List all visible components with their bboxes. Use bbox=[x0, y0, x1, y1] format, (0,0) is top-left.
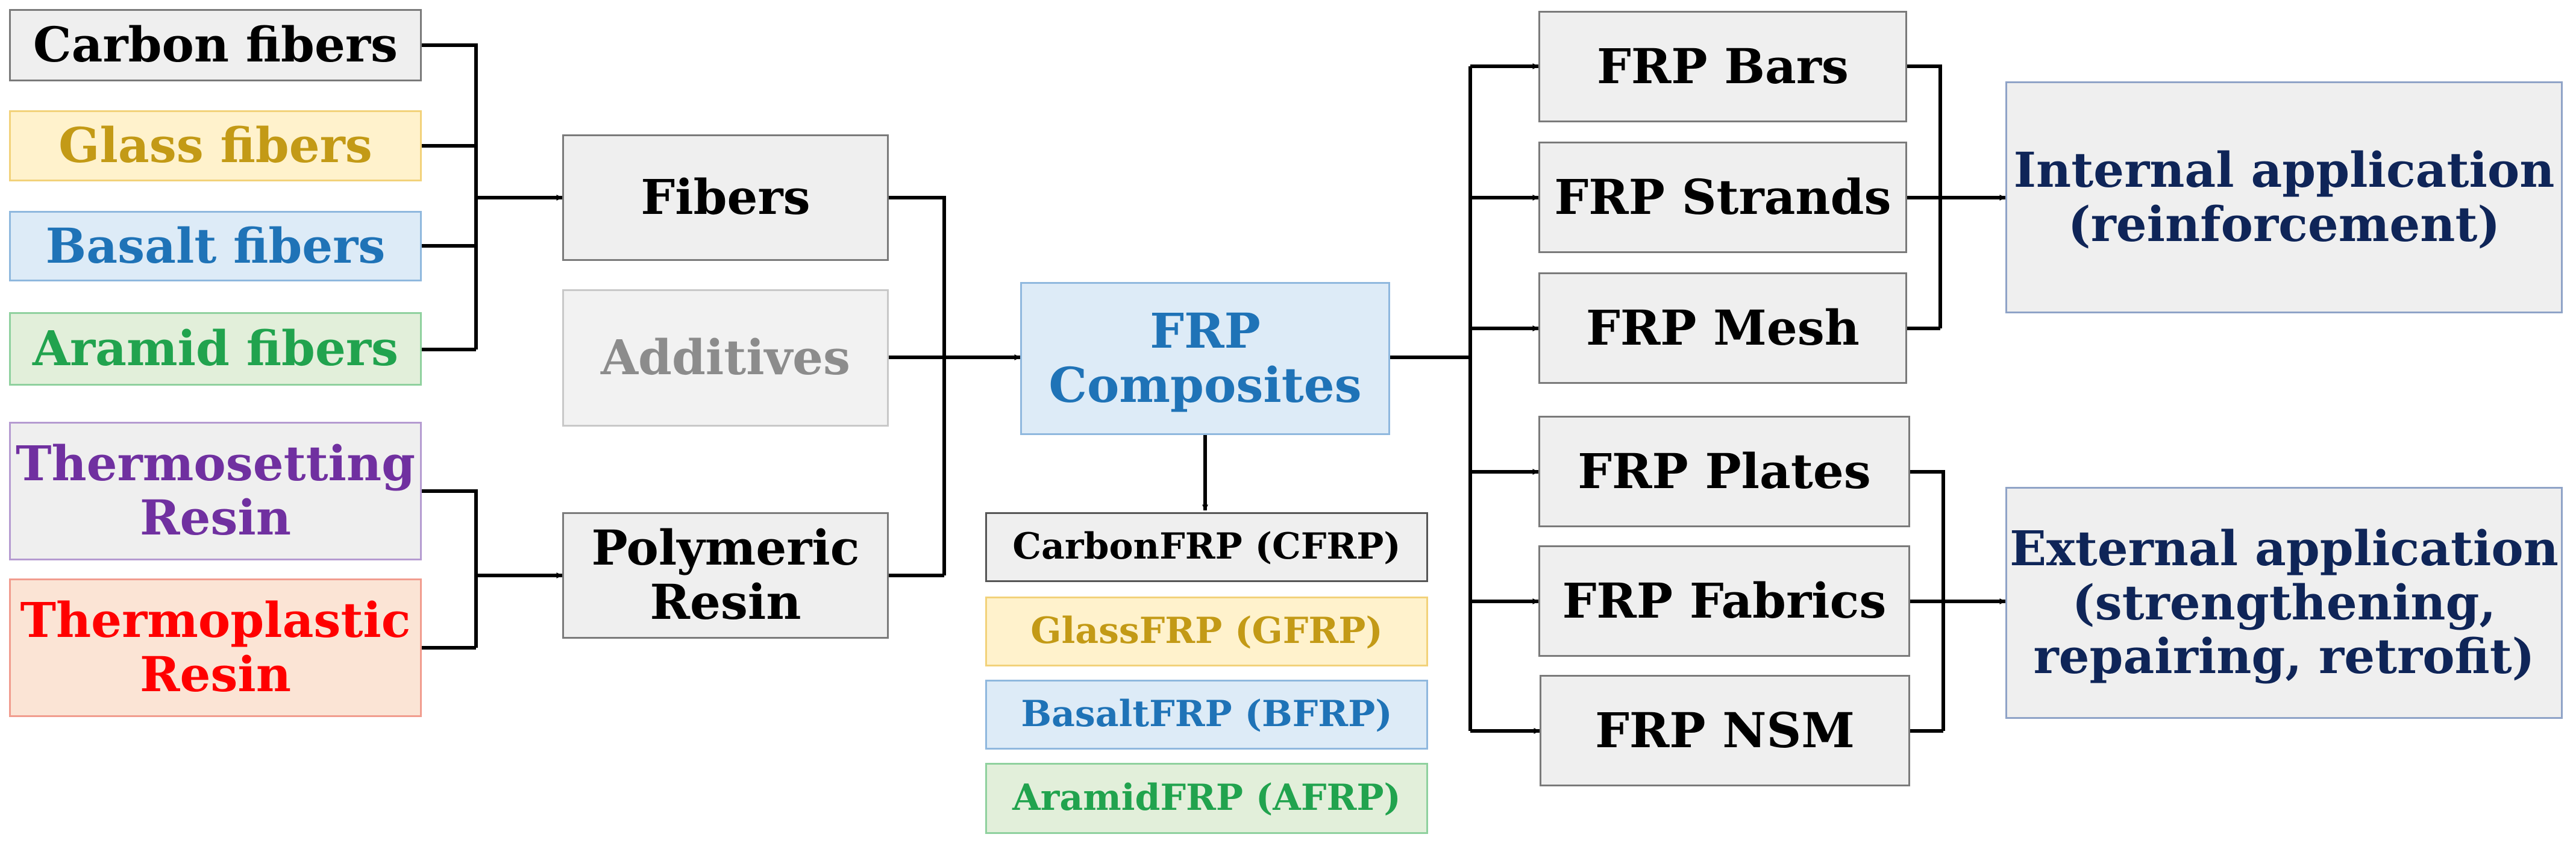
connector-fibers bbox=[889, 196, 946, 575]
connector-frp-plates bbox=[1910, 470, 1945, 731]
frp-composites-label-line1: FRP bbox=[1150, 302, 1261, 360]
cfrp-box: CarbonFRP (CFRP) bbox=[985, 512, 1428, 582]
glass-fibers-box: Glass fibers bbox=[9, 110, 422, 181]
frp-strands-box: FRP Strands bbox=[1538, 142, 1907, 253]
polymeric-resin-box: Polymeric Resin bbox=[562, 512, 889, 639]
glass-fibers-label: Glass fibers bbox=[58, 117, 372, 174]
aramid-fibers-box: Aramid fibers bbox=[9, 312, 422, 386]
internal-application-label-line1: Internal application bbox=[2013, 141, 2555, 198]
internal-application-box: Internal application (reinforcement) bbox=[2005, 81, 2563, 313]
afrp-box: AramidFRP (AFRP) bbox=[985, 763, 1428, 834]
frp-fabrics-label: FRP Fabrics bbox=[1562, 572, 1887, 629]
thermosetting-resin-label-line2: Resin bbox=[140, 489, 291, 546]
gfrp-box: GlassFRP (GFRP) bbox=[985, 597, 1428, 666]
frp-mesh-label: FRP Mesh bbox=[1586, 299, 1860, 356]
frp-bars-label: FRP Bars bbox=[1597, 37, 1849, 95]
frp-nsm-box: FRP NSM bbox=[1540, 675, 1910, 786]
additives-label: Additives bbox=[600, 329, 851, 386]
external-application-label-line2: (strengthening, bbox=[2072, 574, 2496, 631]
bfrp-label: BasaltFRP (BFRP) bbox=[1021, 693, 1393, 736]
thermoplastic-resin-label-line2: Resin bbox=[140, 646, 291, 703]
carbon-fibers-label: Carbon fibers bbox=[33, 16, 398, 74]
fibers-box: Fibers bbox=[562, 134, 889, 261]
frp-bars-box: FRP Bars bbox=[1538, 11, 1907, 122]
external-application-label-line1: External application bbox=[2010, 520, 2559, 577]
bfrp-box: BasaltFRP (BFRP) bbox=[985, 680, 1428, 750]
frp-composites-label-line2: Composites bbox=[1048, 357, 1362, 413]
connector-frp-bars bbox=[1907, 64, 1942, 328]
frp-mesh-box: FRP Mesh bbox=[1538, 272, 1907, 384]
thermosetting-resin-box: Thermosetting Resin bbox=[9, 422, 422, 560]
external-application-box: External application (strengthening, rep… bbox=[2005, 487, 2563, 719]
basalt-fibers-label: Basalt fibers bbox=[45, 217, 386, 274]
connector-carbon-fibers bbox=[422, 43, 478, 349]
frp-strands-label: FRP Strands bbox=[1554, 168, 1891, 225]
gfrp-label: GlassFRP (GFRP) bbox=[1030, 610, 1383, 653]
thermosetting-resin-label-line1: Thermosetting bbox=[15, 435, 416, 492]
thermoplastic-resin-label-line1: Thermoplastic bbox=[20, 592, 411, 649]
frp-plates-box: FRP Plates bbox=[1538, 416, 1910, 527]
frp-composites-box: FRP Composites bbox=[1020, 282, 1390, 435]
afrp-label: AramidFRP (AFRP) bbox=[1012, 777, 1401, 819]
basalt-fibers-box: Basalt fibers bbox=[9, 211, 422, 281]
frp-plates-label: FRP Plates bbox=[1578, 442, 1871, 500]
thermoplastic-resin-box: Thermoplastic Resin bbox=[9, 578, 422, 717]
polymeric-resin-label-line1: Polymeric bbox=[591, 519, 860, 577]
cfrp-label: CarbonFRP (CFRP) bbox=[1012, 525, 1401, 568]
carbon-fibers-box: Carbon fibers bbox=[9, 9, 422, 81]
external-application-label-line3: repairing, retrofit) bbox=[2033, 628, 2535, 685]
additives-box: Additives bbox=[562, 289, 889, 427]
aramid-fibers-label: Aramid fibers bbox=[32, 320, 399, 377]
frp-nsm-label: FRP NSM bbox=[1595, 701, 1855, 759]
polymeric-resin-label-line2: Resin bbox=[650, 574, 801, 630]
connector-thermosetting-resin bbox=[422, 489, 478, 648]
frp-fabrics-box: FRP Fabrics bbox=[1538, 545, 1910, 657]
internal-application-label-line2: (reinforcement) bbox=[2067, 195, 2501, 252]
fibers-label: Fibers bbox=[641, 169, 810, 226]
